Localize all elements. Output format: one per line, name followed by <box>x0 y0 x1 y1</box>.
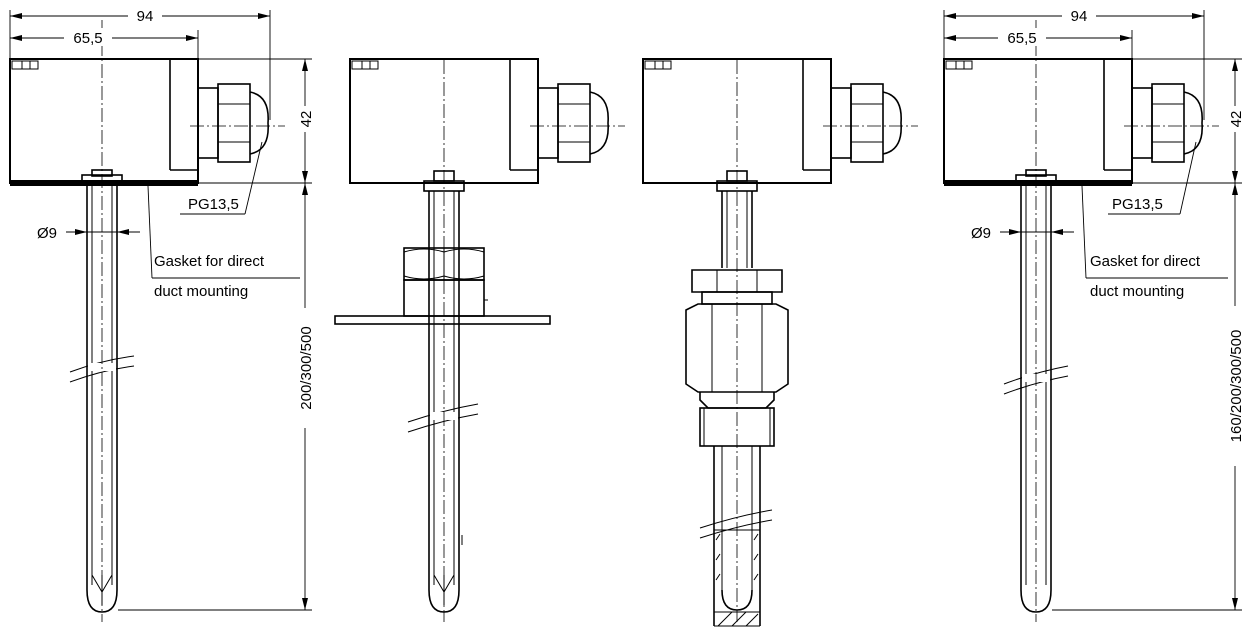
dim-label-65-5: 65,5 <box>73 30 102 47</box>
label-gasket-line2: duct mounting <box>154 283 248 300</box>
mounting-nut <box>403 247 488 317</box>
housing-label-slot <box>11 60 39 70</box>
dimension-tube-diameter: Ø9 <box>971 225 1074 242</box>
view-2-flange-sensor <box>334 58 625 622</box>
dimension-width-axis: 65,5 <box>10 28 199 59</box>
label-gasket-line1: Gasket for direct <box>1090 253 1201 270</box>
cable-gland <box>197 83 269 163</box>
cable-gland <box>537 83 609 163</box>
dim-label-65-5: 65,5 <box>1007 30 1036 47</box>
dimension-width-axis: 65,5 <box>944 28 1133 59</box>
cable-gland <box>830 83 902 163</box>
dimension-housing-height: 42 <box>1132 58 1245 184</box>
dim-label-42: 42 <box>1228 111 1245 128</box>
label-pg13-5: PG13,5 <box>1112 196 1163 213</box>
dim-label-42: 42 <box>298 111 315 128</box>
housing <box>9 58 199 184</box>
gasket <box>10 180 198 186</box>
dim-label-probe-length: 200/300/500 <box>298 326 315 409</box>
dim-label-94: 94 <box>1071 8 1088 25</box>
label-gasket-line2: duct mounting <box>1090 283 1184 300</box>
dimension-tube-diameter: Ø9 <box>37 225 140 242</box>
dim-label-probe-length: 160/200/300/500 <box>1228 330 1245 443</box>
gasket <box>944 180 1132 186</box>
label-gasket-line1: Gasket for direct <box>154 253 265 270</box>
view-1-duct-sensor: 94 65,5 42 PG13,5 <box>9 6 315 622</box>
dimension-probe-length: 200/300/500 <box>118 182 315 611</box>
callout-gasket: Gasket for direct duct mounting <box>147 185 300 300</box>
housing <box>943 58 1133 184</box>
mounting-flange <box>334 315 551 325</box>
dimension-width-total: 94 <box>943 6 1205 120</box>
dim-label-94: 94 <box>137 8 154 25</box>
thermowell-tube <box>699 446 773 627</box>
callout-cable-gland: PG13,5 <box>1108 141 1197 215</box>
label-pg13-5: PG13,5 <box>188 196 239 213</box>
cable-gland <box>1131 83 1203 163</box>
callout-gasket: Gasket for direct duct mounting <box>1081 185 1228 300</box>
dimension-probe-length: 160/200/300/500 <box>1052 183 1245 611</box>
dimension-width-total: 94 <box>9 6 271 120</box>
view-3-thermowell-sensor <box>642 58 918 627</box>
probe-tube <box>407 191 479 613</box>
label-diameter: Ø9 <box>37 225 57 242</box>
callout-cable-gland: PG13,5 <box>180 141 263 215</box>
label-diameter: Ø9 <box>971 225 991 242</box>
view-4-duct-sensor: 94 65,5 42 PG13,5 Ø9 <box>943 6 1245 622</box>
